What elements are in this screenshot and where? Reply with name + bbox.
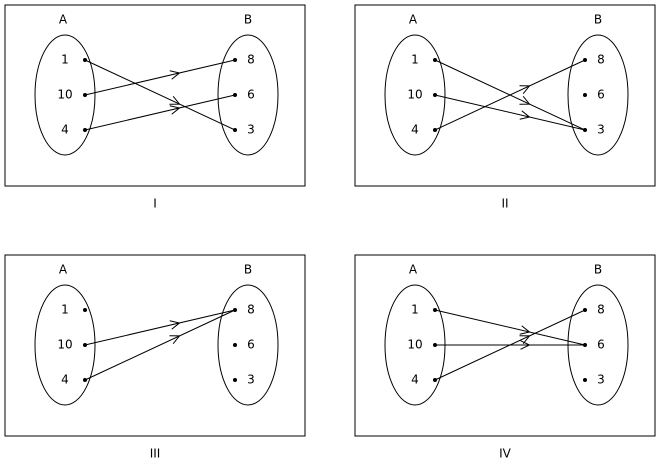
set-b-label: B: [594, 13, 602, 27]
set-a-label: A: [59, 263, 68, 277]
set-b-label: B: [244, 263, 252, 277]
set-b-oval: [217, 284, 279, 406]
set-b-element: 6: [247, 88, 255, 102]
set-a-label: A: [409, 13, 418, 27]
set-a-element: 10: [407, 88, 422, 102]
set-b-dot: [583, 93, 587, 97]
panel-2: A B 1 10 4 8 6 3II: [354, 4, 656, 211]
set-b-dot: [233, 343, 237, 347]
panel-caption: IV: [499, 447, 512, 461]
set-a-label: A: [409, 263, 418, 277]
set-a-element: 10: [407, 338, 422, 352]
panel-caption: III: [150, 447, 161, 461]
set-b-oval: [217, 34, 279, 156]
set-b-element: 3: [247, 123, 255, 137]
mapping-arrow: [84, 309, 236, 346]
set-b-dot: [583, 378, 587, 382]
set-a-dot: [83, 308, 87, 312]
mapping-arrow: [434, 309, 586, 346]
set-a-element: 10: [57, 338, 72, 352]
mapping-arrow: [84, 59, 236, 131]
set-a-oval: [34, 284, 96, 406]
mapping-arrow: [434, 59, 586, 131]
set-b-element: 8: [247, 303, 255, 317]
panel-1: A B 1 10 4 8 6 3I: [4, 4, 306, 211]
set-b-element: 3: [597, 123, 605, 137]
set-a-element: 4: [411, 373, 419, 387]
set-a-label: A: [59, 13, 68, 27]
set-a-element: 1: [61, 53, 69, 67]
panel-caption: I: [153, 197, 157, 211]
set-a-element: 1: [411, 303, 419, 317]
set-b-element: 6: [597, 338, 605, 352]
set-a-element: 1: [411, 53, 419, 67]
set-b-element: 8: [597, 53, 605, 67]
panel-4: A B 1 10 4 8 6 3IV: [354, 254, 656, 461]
panel-frame: [4, 254, 306, 437]
set-b-element: 6: [247, 338, 255, 352]
mapping-arrow: [84, 59, 236, 96]
set-b-label: B: [594, 263, 602, 277]
panel-caption: II: [501, 197, 508, 211]
set-a-oval: [34, 34, 96, 156]
set-b-element: 3: [247, 373, 255, 387]
set-a-element: 1: [61, 303, 69, 317]
panel-frame: [354, 4, 656, 187]
set-a-oval: [384, 34, 446, 156]
mapping-arrow: [84, 309, 236, 381]
set-b-element: 3: [597, 373, 605, 387]
set-b-label: B: [244, 13, 252, 27]
set-b-element: 8: [247, 53, 255, 67]
set-a-element: 4: [61, 373, 69, 387]
set-a-element: 4: [61, 123, 69, 137]
mapping-arrow: [84, 94, 236, 131]
set-a-element: 10: [57, 88, 72, 102]
set-b-dot: [233, 378, 237, 382]
panel-frame: [354, 254, 656, 437]
set-b-element: 6: [597, 88, 605, 102]
panel-frame: [4, 4, 306, 187]
set-b-oval: [567, 34, 629, 156]
set-b-element: 8: [597, 303, 605, 317]
mapping-arrow: [434, 94, 586, 131]
mapping-arrow: [434, 309, 586, 381]
set-a-element: 4: [411, 123, 419, 137]
